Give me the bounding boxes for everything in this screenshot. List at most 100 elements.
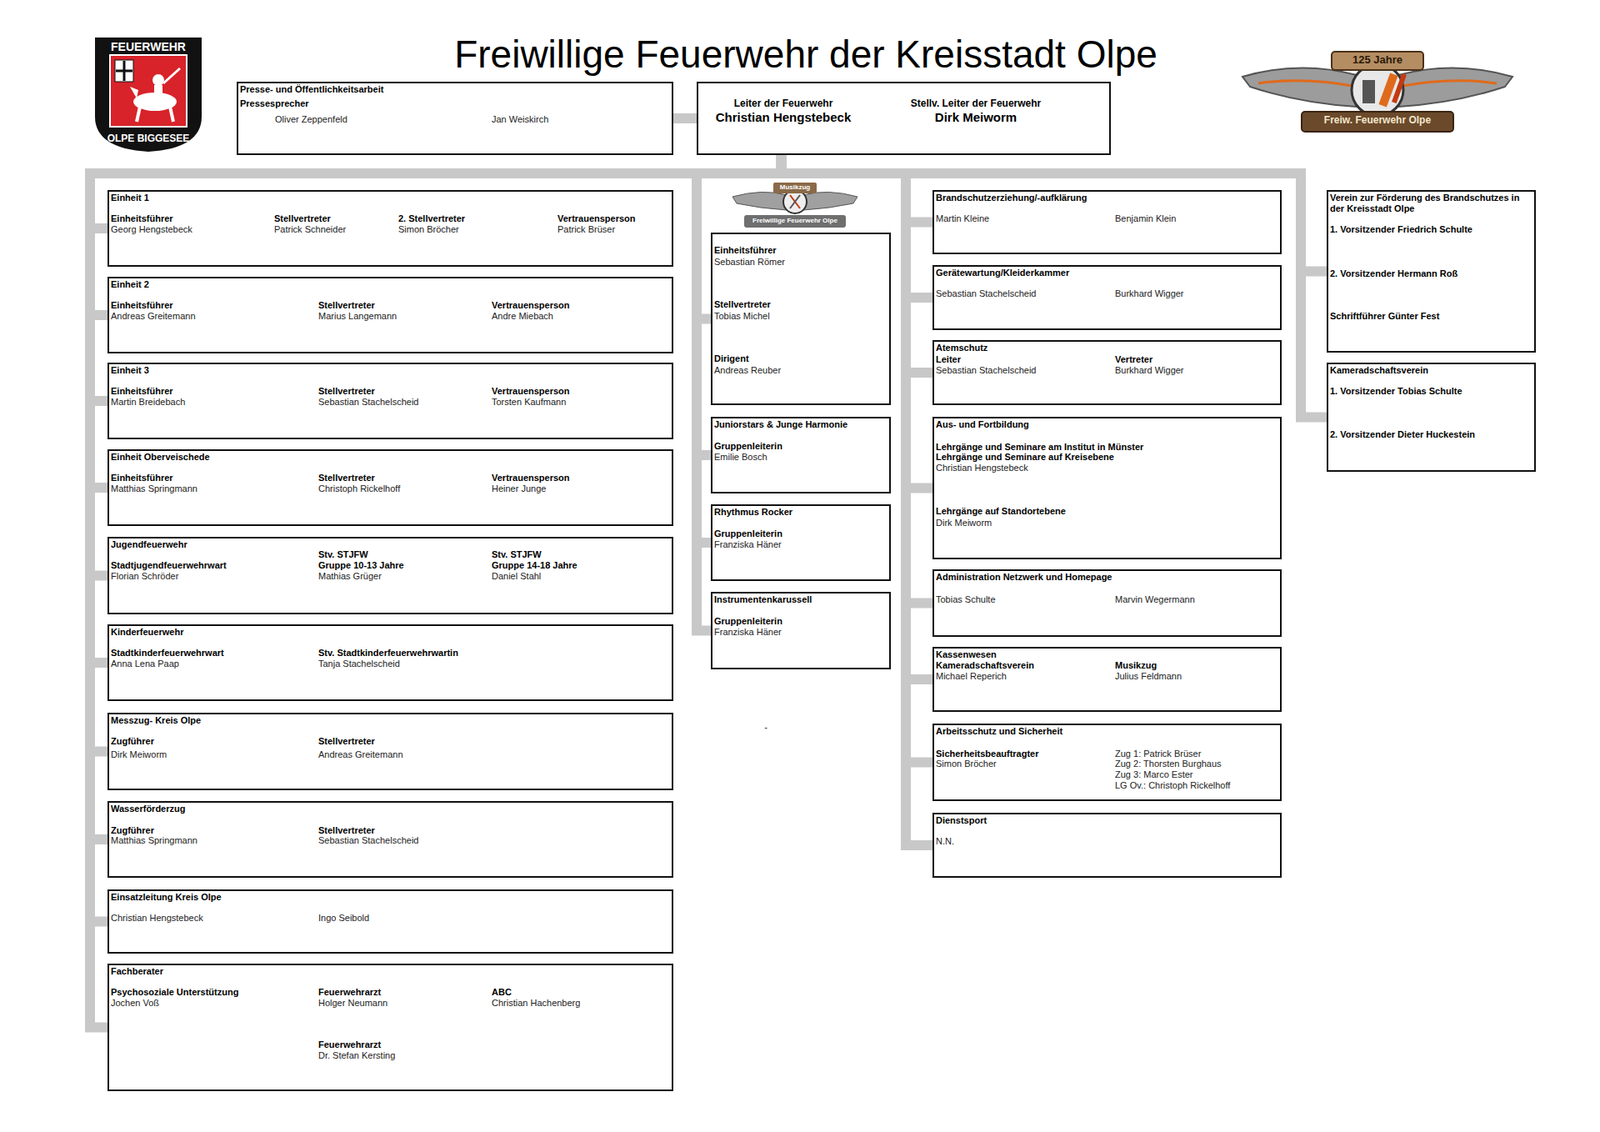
org-box: Messzug- Kreis OlpeZugführerDirk Meiworm…	[107, 712, 674, 790]
box-heading: Kinderfeuerwehr	[110, 626, 184, 638]
role-label: Einheitsführer	[714, 245, 777, 256]
org-box: AtemschutzLeiterSebastian StachelscheidV…	[932, 340, 1282, 405]
role-label: 1. Vorsitzender Tobias Schulte	[1330, 385, 1463, 397]
box-heading: Administration Netzwerk und Homepage	[935, 571, 1112, 583]
person-name: Zug 2: Thorsten Burghaus	[1115, 758, 1222, 770]
box-heading: Dienstsport	[935, 815, 987, 826]
org-box: Aus- und FortbildungLehrgänge und Semina…	[932, 416, 1282, 560]
org-connector	[90, 155, 782, 752]
person-name: Simon Bröcher	[935, 758, 997, 770]
coat-of-arms	[95, 37, 202, 152]
person-name: Franziska Häner	[714, 539, 782, 550]
org-connector	[673, 113, 697, 124]
box-heading: Rhythmus Rocker	[714, 506, 793, 518]
person-name: Julius Feldmann	[1115, 670, 1182, 682]
role-label: ABC	[491, 986, 512, 998]
chart-title: Freiwillige Feuerwehr der Kreisstadt Olp…	[347, 31, 1265, 77]
role-label: Stellvertreter	[714, 299, 771, 310]
role-label: Stellvertreter	[318, 385, 375, 397]
box-heading: Kassenwesen	[935, 649, 997, 660]
role-label: Vertrauensperson	[491, 472, 570, 484]
person-name: Franziska Häner	[714, 626, 782, 638]
person-name: Florian Schröder	[110, 570, 179, 582]
person-name: Sebastian Stachelscheid	[935, 288, 1036, 300]
role-label: Christian Hengstebeck	[675, 110, 892, 125]
person-name: Patrick Brüser	[557, 224, 615, 235]
box-heading: Gerätewartung/Kleiderkammer	[935, 267, 1070, 279]
role-label: Einheitsführer	[110, 385, 174, 397]
box-heading: Atemschutz	[935, 342, 988, 354]
person-name: Burkhard Wigger	[1115, 365, 1185, 376]
org-box: Einheit OberveischedeEinheitsführerMatth…	[107, 449, 674, 526]
org-box: Kameradschaftsverein 1. Vorsitzender Tobi…	[1326, 362, 1536, 472]
role-label: Stellvertreter	[318, 825, 375, 836]
role-label: Psychosoziale Unterstützung	[110, 986, 239, 998]
person-name: Christian Hengstebeck	[110, 912, 204, 924]
person-name: Tanja Stachelscheid	[318, 658, 400, 670]
person-name: Marvin Wegermann	[1115, 594, 1195, 605]
person-name: Matthias Springmann	[110, 835, 198, 846]
musikzug-logo	[732, 182, 858, 228]
box-heading: Einsatzleitung Kreis Olpe	[110, 891, 222, 903]
logo-text: Freiw. Feuerwehr Olpe	[1301, 115, 1454, 127]
logo-text: Freiwillige Feuerwehr Olpe	[744, 216, 846, 225]
person-name: N.N.	[935, 835, 955, 847]
role-label: Kameradschaftsverein	[935, 660, 1035, 671]
person-name: Emilie Bosch	[714, 451, 768, 463]
person-name: Martin Breidebach	[110, 396, 185, 408]
org-box: Einheit 2EinheitsführerAndreas Greiteman…	[107, 276, 674, 354]
role-label: Einheitsführer	[110, 472, 174, 484]
org-connector	[90, 155, 782, 576]
org-box: Rhythmus RockerGruppenleiterinFranziska …	[710, 504, 891, 581]
box-heading: Einheit 2	[110, 279, 150, 290]
role-label: Leiter	[935, 354, 961, 365]
org-box: JugendfeuerwehrStadtjugendfeuerwehrwartF…	[107, 536, 674, 615]
org-box: DienstsportN.N.	[932, 812, 1282, 878]
role-label: 2. Vorsitzender Hermann Roß	[1330, 268, 1458, 280]
person-name: Martin Kleine	[935, 213, 990, 225]
person-name: Tobias Michel	[714, 310, 770, 322]
person-name: Dr. Stefan Kersting	[318, 1050, 395, 1061]
logo-text: 125 Jahre	[1331, 54, 1424, 67]
person-name: Patrick Schneider	[274, 224, 346, 235]
person-name: LG Ov.: Christoph Rickelhoff	[1115, 780, 1230, 791]
box-heading: Presse- und Öffentlichkeitsarbeit	[240, 84, 384, 95]
org-box: Juniorstars & Junge HarmonieGruppenleite…	[710, 416, 891, 494]
role-label: 2. Stellvertreter	[398, 213, 465, 225]
org-box: Gerätewartung/KleiderkammerSebastian Sta…	[932, 265, 1282, 330]
role-label: Stadtjugendfeuerwehrwart	[110, 560, 227, 571]
box-heading: Messzug- Kreis Olpe	[110, 715, 201, 726]
role-label: Stellvertreter	[274, 213, 331, 225]
role-label: Feuerwehrarzt	[318, 986, 381, 998]
org-box: EinheitsführerSebastian RömerStellvertre…	[710, 232, 891, 405]
box-heading: Einheit Oberveischede	[110, 451, 210, 463]
box-heading: Arbeitsschutz und Sicherheit	[935, 725, 1063, 737]
anniversary-logo	[1242, 51, 1513, 132]
box-heading: Wasserförderzug	[110, 803, 185, 815]
logo-text: Musikzug	[773, 183, 817, 191]
person-name: Andreas Greitemann	[318, 749, 404, 760]
person-name: Georg Hengstebeck	[110, 224, 193, 235]
role-label: Stv. Stadtkinderfeuerwehrwartin	[318, 647, 459, 659]
role-label: Sicherheitsbeauftragter	[935, 748, 1039, 760]
org-connector	[90, 155, 782, 663]
person-name: Holger Neumann	[318, 997, 388, 1009]
org-box: Verein zur Förderung des Brandschutzes i…	[1326, 190, 1536, 353]
person-name: Jan Weiskirch	[491, 114, 549, 125]
logo-text: FEUERWEHR	[98, 40, 199, 54]
role-label: Vertrauensperson	[491, 385, 570, 397]
org-connector	[90, 155, 782, 1028]
org-connector	[696, 155, 782, 455]
role-label: Vertrauensperson	[491, 300, 570, 311]
role-label: Zugführer	[110, 735, 155, 747]
person-name: Christian Hengstebeck	[935, 462, 1029, 474]
org-box: WasserförderzugZugführerMatthias Springm…	[107, 800, 674, 878]
role-label: Lehrgänge und Seminare auf Kreisebene	[935, 451, 1115, 463]
role-label: Stellvertreter	[318, 300, 375, 311]
person-name: Burkhard Wigger	[1115, 288, 1185, 300]
org-connector	[90, 155, 782, 840]
role-label: Stv. STJFW	[491, 549, 542, 560]
person-name: Tobias Schulte	[935, 594, 996, 605]
role-label: 2. Vorsitzender Dieter Huckestein	[1330, 429, 1475, 440]
box-heading: Kameradschaftsverein	[1330, 365, 1429, 376]
